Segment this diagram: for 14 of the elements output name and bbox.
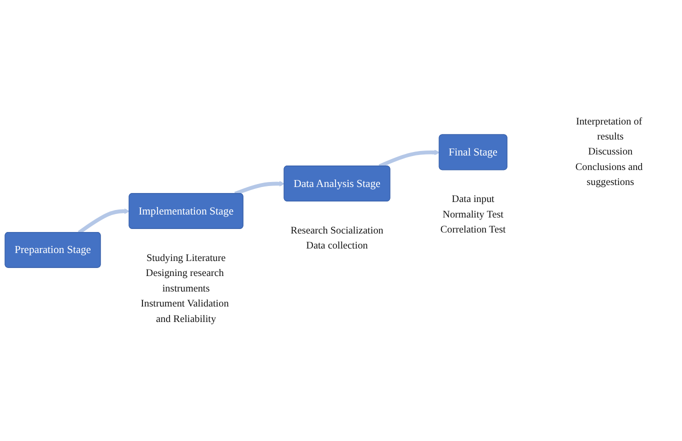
arrow [234, 180, 285, 196]
node-label: Data input [452, 194, 494, 205]
node-label: Studying Literature [146, 252, 226, 264]
arrow [78, 208, 130, 234]
node-label: Conclusions and suggestions [575, 162, 643, 188]
node-label: Discussion [588, 146, 633, 158]
node-label: Normality Test [442, 209, 504, 220]
node-label: Research Socialization [290, 225, 384, 236]
node-label: Interpretation of results [576, 116, 642, 142]
node-label: Correlation Test [440, 224, 506, 236]
node-label: Data collection [306, 240, 368, 252]
node-label: Designing research instruments [146, 268, 224, 294]
arrow [378, 150, 440, 168]
node-label: Instrument Validation and Reliability [140, 298, 229, 324]
